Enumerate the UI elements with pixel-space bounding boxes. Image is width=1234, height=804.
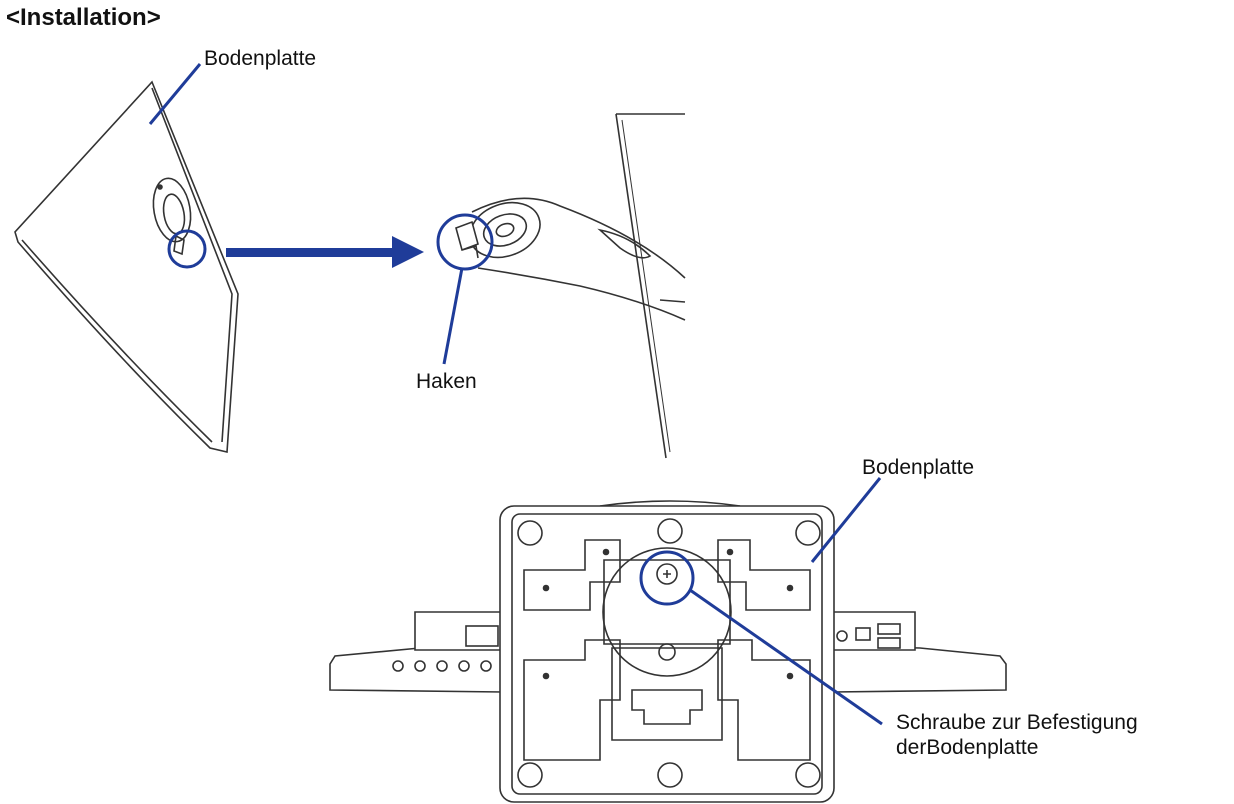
label-haken: Haken [416,370,477,393]
leader-line-haken [442,267,464,365]
screw-highlight [639,550,695,606]
monitor-back-illustration [329,500,1007,803]
page-title: <Installation> [6,4,161,31]
label-screw: Schraube zur Befestigung derBodenplatte [896,710,1138,760]
base-plate-illustration [14,80,239,453]
leader-line-screw [689,588,883,726]
label-bodenplatte-bottom: Bodenplatte [862,456,975,479]
leader-line-bodenplatte-top [148,63,202,125]
hook-highlight [436,213,494,271]
label-bodenplatte-top: Bodenplatte [204,47,317,70]
stand-neck-illustration [455,113,686,459]
label-screw-line2: derBodenplatte [896,736,1039,759]
label-screw-line1: Schraube zur Befestigung [896,711,1138,734]
base-plate-hole-highlight [167,229,207,269]
leader-line-bodenplatte-bottom [810,477,882,563]
arrow-right-icon [226,236,424,268]
